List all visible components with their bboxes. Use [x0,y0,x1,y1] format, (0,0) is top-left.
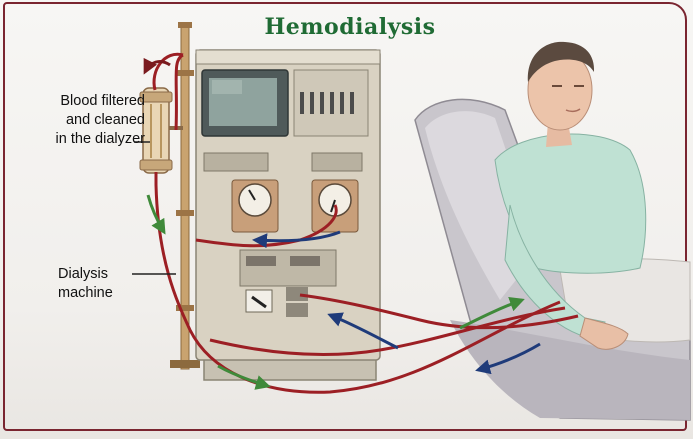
machine-label: Dialysis machine [58,265,153,303]
machine-label-line-1: Dialysis [58,265,153,284]
dialyzer-label-line-1: Blood filtered [10,92,145,111]
dialyzer-label: Blood filtered and cleaned in the dialyz… [10,92,145,149]
dialyzer-label-line-3: in the dialyzer [10,130,145,149]
machine-label-line-2: machine [58,284,153,303]
dialyzer-label-line-2: and cleaned [10,111,145,130]
pressure-gauge-left [232,180,278,232]
dialysis-machine [196,50,380,380]
